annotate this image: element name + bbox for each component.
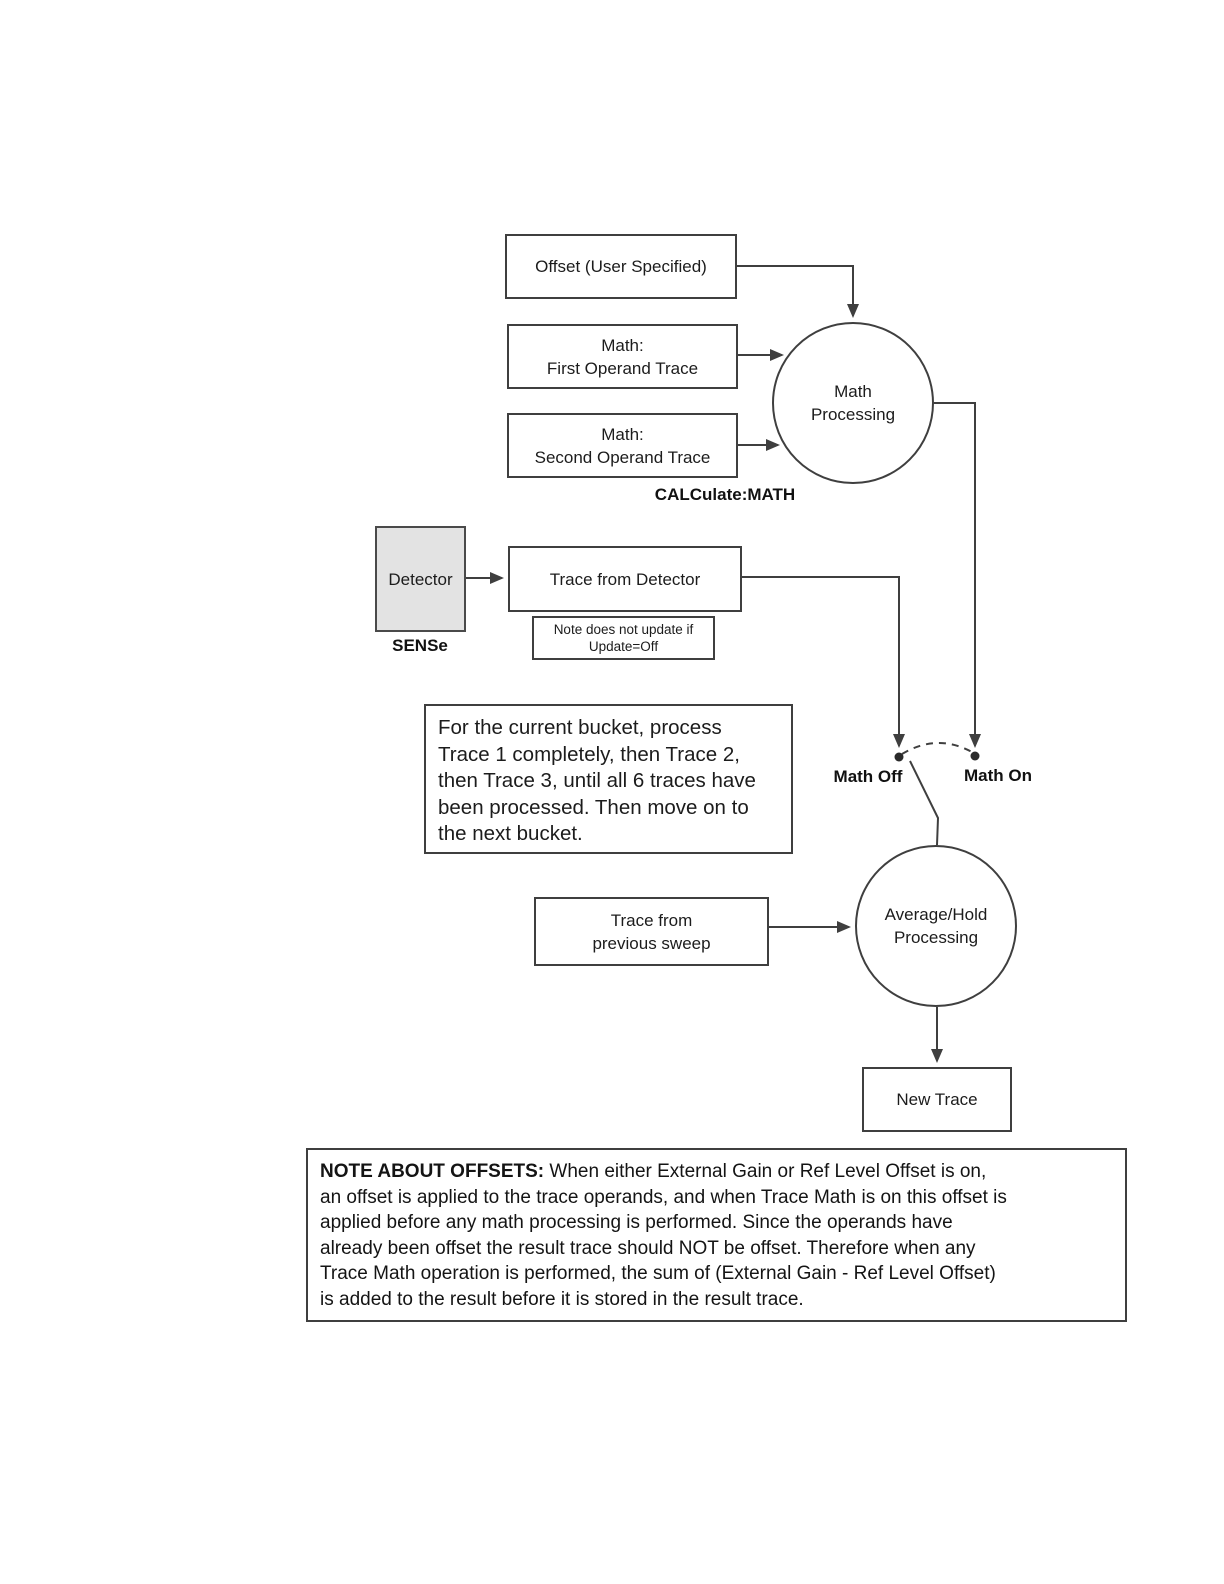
switch-dashed-arc (901, 742, 973, 755)
bucket-processing-note-box: For the current bucket, process Trace 1 … (424, 704, 793, 854)
math-first-operand-box: Math: First Operand Trace (507, 324, 738, 389)
trace-previous-sweep-box: Trace from previous sweep (534, 897, 769, 966)
math-first-operand-label: Math: First Operand Trace (546, 335, 699, 378)
switch-contact-math-off-dot (894, 752, 904, 762)
switch-lever-line (909, 760, 940, 846)
new-trace-box: New Trace (862, 1067, 1012, 1132)
sense-scpi-label: SENSe (392, 636, 448, 655)
math-second-operand-box: Math: Second Operand Trace (507, 413, 738, 478)
detector-box: Detector (375, 526, 466, 632)
switch-contact-math-on-dot (970, 751, 980, 761)
math-processing-circle: Math Processing (772, 322, 934, 484)
math-on-label: Math On (964, 766, 1032, 785)
note-about-offsets-body: When either External Gain or Ref Level O… (320, 1161, 1007, 1310)
average-hold-processing-label: Average/Hold Processing (884, 905, 988, 947)
offset-user-specified-box: Offset (User Specified) (505, 234, 737, 299)
arrow-math-processing-to-math-on (934, 402, 981, 748)
update-off-note-box: Note does not update if Update=Off (532, 616, 715, 660)
note-about-offsets-title: NOTE ABOUT OFFSETS: (320, 1161, 545, 1182)
trace-previous-sweep-label: Trace from previous sweep (592, 910, 711, 953)
new-trace-label: New Trace (896, 1090, 978, 1109)
math-second-operand-label: Math: Second Operand Trace (534, 424, 711, 467)
math-processing-label: Math Processing (810, 382, 896, 424)
update-off-note-label: Note does not update if Update=Off (553, 621, 694, 655)
note-about-offsets-box: NOTE ABOUT OFFSETS: When either External… (306, 1148, 1127, 1322)
math-off-label: Math Off (833, 767, 903, 786)
calculate-math-scpi-label: CALCulate:MATH (654, 485, 796, 504)
average-hold-processing-circle: Average/Hold Processing (855, 845, 1017, 1007)
detector-label: Detector (388, 569, 453, 589)
bucket-processing-note-label: For the current bucket, process Trace 1 … (438, 716, 756, 845)
trace-from-detector-box: Trace from Detector (508, 546, 742, 612)
arrow-trace-to-math-off (742, 576, 905, 748)
offset-user-specified-label: Offset (User Specified) (535, 257, 707, 276)
arrow-offset-to-math-processing (737, 265, 859, 318)
trace-from-detector-label: Trace from Detector (549, 569, 701, 589)
